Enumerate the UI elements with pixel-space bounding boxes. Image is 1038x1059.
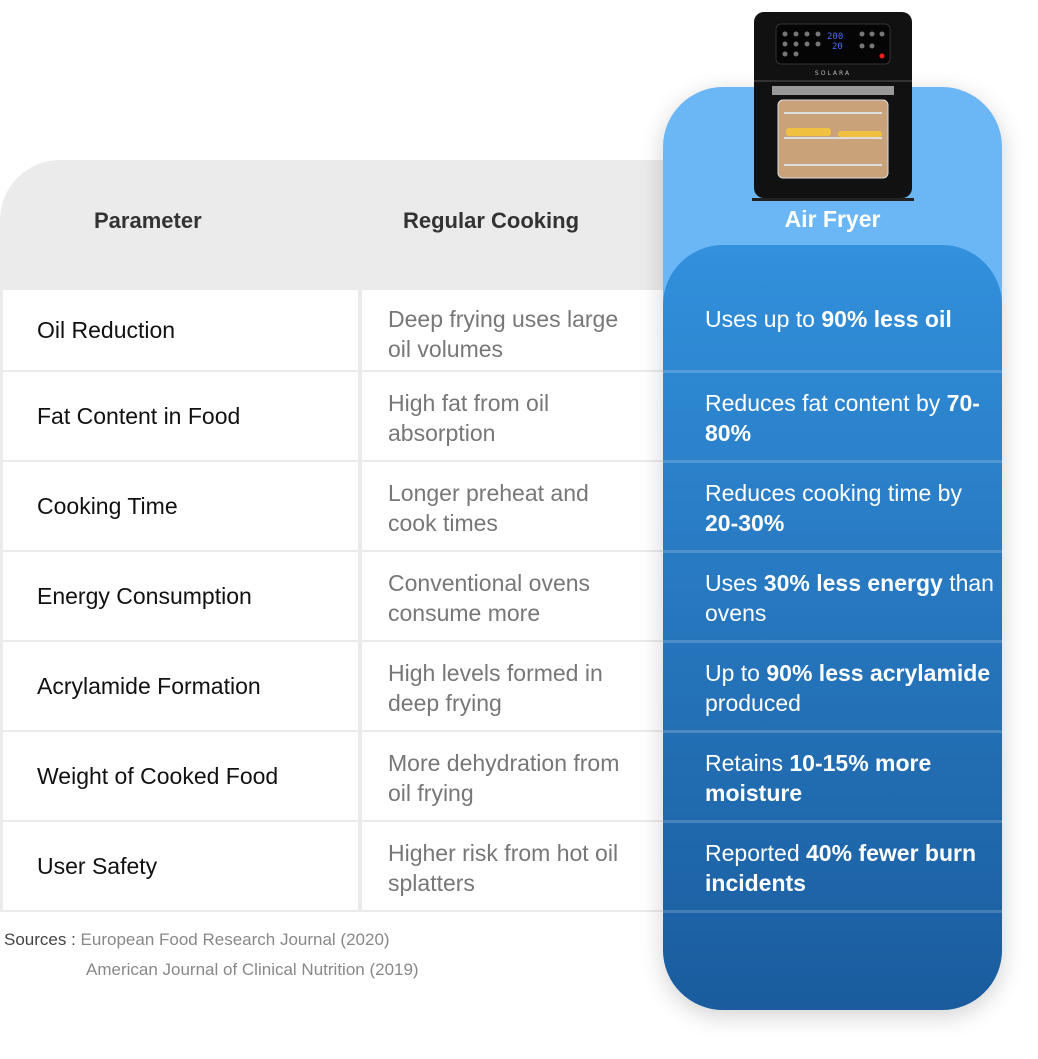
table-header (0, 160, 700, 292)
air-fryer-text: Uses up to (705, 306, 822, 332)
air-fryer-text: than ovens (705, 570, 994, 626)
row-divider (663, 550, 1002, 553)
air-fryer-highlight: 90% less acrylamide (766, 660, 991, 686)
parameter-label: Energy Consumption (37, 582, 252, 609)
brand-logo: SOLARA (815, 70, 851, 77)
regular-cooking-text: Higher risk from hot oil splatters (388, 840, 619, 896)
parameter-label: Weight of Cooked Food (37, 762, 279, 789)
header-regular-cooking: Regular Cooking (403, 208, 580, 233)
header-parameter: Parameter (94, 208, 202, 233)
air-fryer-highlight: 40% fewer burn incidents (705, 840, 977, 896)
regular-cooking-cell: High levels formed in deep frying (362, 642, 682, 730)
parameter-label: Fat Content in Food (37, 402, 241, 429)
row-divider (663, 730, 1002, 733)
parameter-cell: User Safety (3, 822, 358, 910)
parameter-label: Acrylamide Formation (37, 672, 261, 699)
regular-cooking-text: Longer preheat and cook times (388, 480, 589, 536)
air-fryer-values-panel: Uses up to 90% less oil Reduces fat cont… (663, 245, 1002, 1010)
parameter-cell: Fat Content in Food (3, 372, 358, 460)
air-fryer-text: produced (705, 690, 801, 716)
air-fryer-column: Air Fryer Uses up to 90% less oil Reduce… (663, 87, 1002, 1010)
air-fryer-text: Uses (705, 570, 764, 596)
regular-cooking-cell: Conventional ovens consume more (362, 552, 682, 640)
regular-cooking-cell: More dehydration from oil frying (362, 732, 682, 820)
air-fryer-cell: Retains 10-15% more moisture (705, 748, 995, 808)
parameter-cell: Oil Reduction (3, 290, 358, 370)
regular-cooking-text: High fat from oil absorption (388, 390, 550, 446)
air-fryer-text: Reduces cooking time by (705, 480, 962, 506)
air-fryer-highlight: 10-15% more moisture (705, 750, 932, 806)
display-time: 20 (832, 42, 843, 52)
regular-cooking-cell: Longer preheat and cook times (362, 462, 682, 550)
display-temp: 200 (827, 32, 843, 42)
air-fryer-cell: Up to 90% less acrylamide produced (705, 658, 995, 718)
row-divider (663, 640, 1002, 643)
air-fryer-text: Reported (705, 840, 807, 866)
parameter-cell: Energy Consumption (3, 552, 358, 640)
sources: Sources : European Food Research Journal… (4, 925, 419, 985)
parameter-label: User Safety (37, 852, 158, 879)
regular-cooking-text: High levels formed in deep frying (388, 660, 603, 716)
air-fryer-cell: Uses 30% less energy than ovens (705, 568, 995, 628)
row-divider (663, 460, 1002, 463)
comparison-table: Oil Reduction Deep frying uses large oil… (0, 290, 700, 912)
air-fryer-cell: Reduces fat content by 70-80% (705, 388, 995, 448)
air-fryer-highlight: 30% less energy (763, 570, 943, 596)
parameter-label: Cooking Time (37, 492, 178, 519)
air-fryer-highlight: 70-80% (705, 390, 980, 446)
air-fryer-text: Up to (705, 660, 767, 686)
parameter-cell: Acrylamide Formation (3, 642, 358, 730)
parameter-cell: Weight of Cooked Food (3, 732, 358, 820)
air-fryer-text: Reduces fat content by (705, 390, 947, 416)
regular-cooking-text: Conventional ovens consume more (388, 570, 591, 626)
header-air-fryer: Air Fryer (784, 206, 881, 232)
air-fryer-highlight: 90% less oil (821, 306, 952, 332)
sources-label: Sources : (4, 930, 81, 949)
row-divider (663, 910, 1002, 913)
air-fryer-text: Retains (705, 750, 790, 776)
row-divider (663, 820, 1002, 823)
source-item: American Journal of Clinical Nutrition (… (86, 960, 419, 979)
parameter-cell: Cooking Time (3, 462, 358, 550)
row-divider (663, 370, 1002, 373)
regular-cooking-cell: Higher risk from hot oil splatters (362, 822, 682, 910)
air-fryer-cell: Uses up to 90% less oil (705, 304, 995, 334)
regular-cooking-text: More dehydration from oil frying (388, 750, 620, 806)
air-fryer-image: 200 20 SOLARA (752, 12, 914, 202)
air-fryer-highlight: 20-30% (705, 510, 785, 536)
air-fryer-cell: Reduces cooking time by 20-30% (705, 478, 995, 538)
regular-cooking-cell: High fat from oil absorption (362, 372, 682, 460)
regular-cooking-text: Deep frying uses large oil volumes (388, 306, 619, 362)
parameter-label: Oil Reduction (37, 316, 176, 343)
regular-cooking-cell: Deep frying uses large oil volumes (362, 290, 682, 370)
air-fryer-cell: Reported 40% fewer burn incidents (705, 838, 995, 898)
source-item: European Food Research Journal (2020) (80, 930, 390, 949)
